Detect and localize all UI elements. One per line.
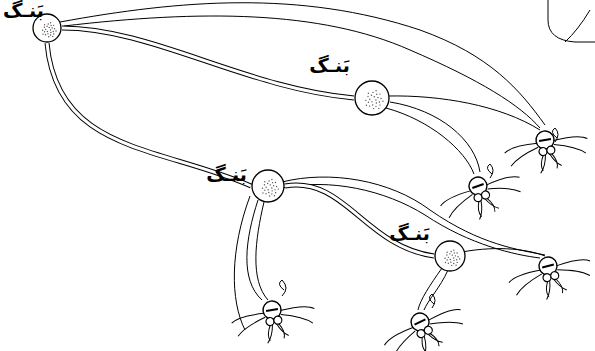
branch-connector — [47, 43, 251, 186]
ball-node: بَنـگ — [251, 169, 285, 203]
ball-outline — [251, 169, 285, 203]
ball-node: بَنـگ — [354, 80, 390, 116]
ball-node: بَنـگ — [32, 13, 62, 43]
ball-outline — [354, 80, 390, 116]
branch-connector — [62, 28, 354, 98]
node-label: بَنـگ — [309, 54, 350, 77]
node-label: بَنـگ — [206, 163, 247, 186]
node-label: بَنـگ — [389, 222, 430, 245]
node-label: بَنـگ — [3, 0, 44, 22]
branch-connector — [285, 185, 434, 256]
ball-outline — [434, 240, 466, 272]
ball-node: بَنـگ — [434, 240, 466, 272]
